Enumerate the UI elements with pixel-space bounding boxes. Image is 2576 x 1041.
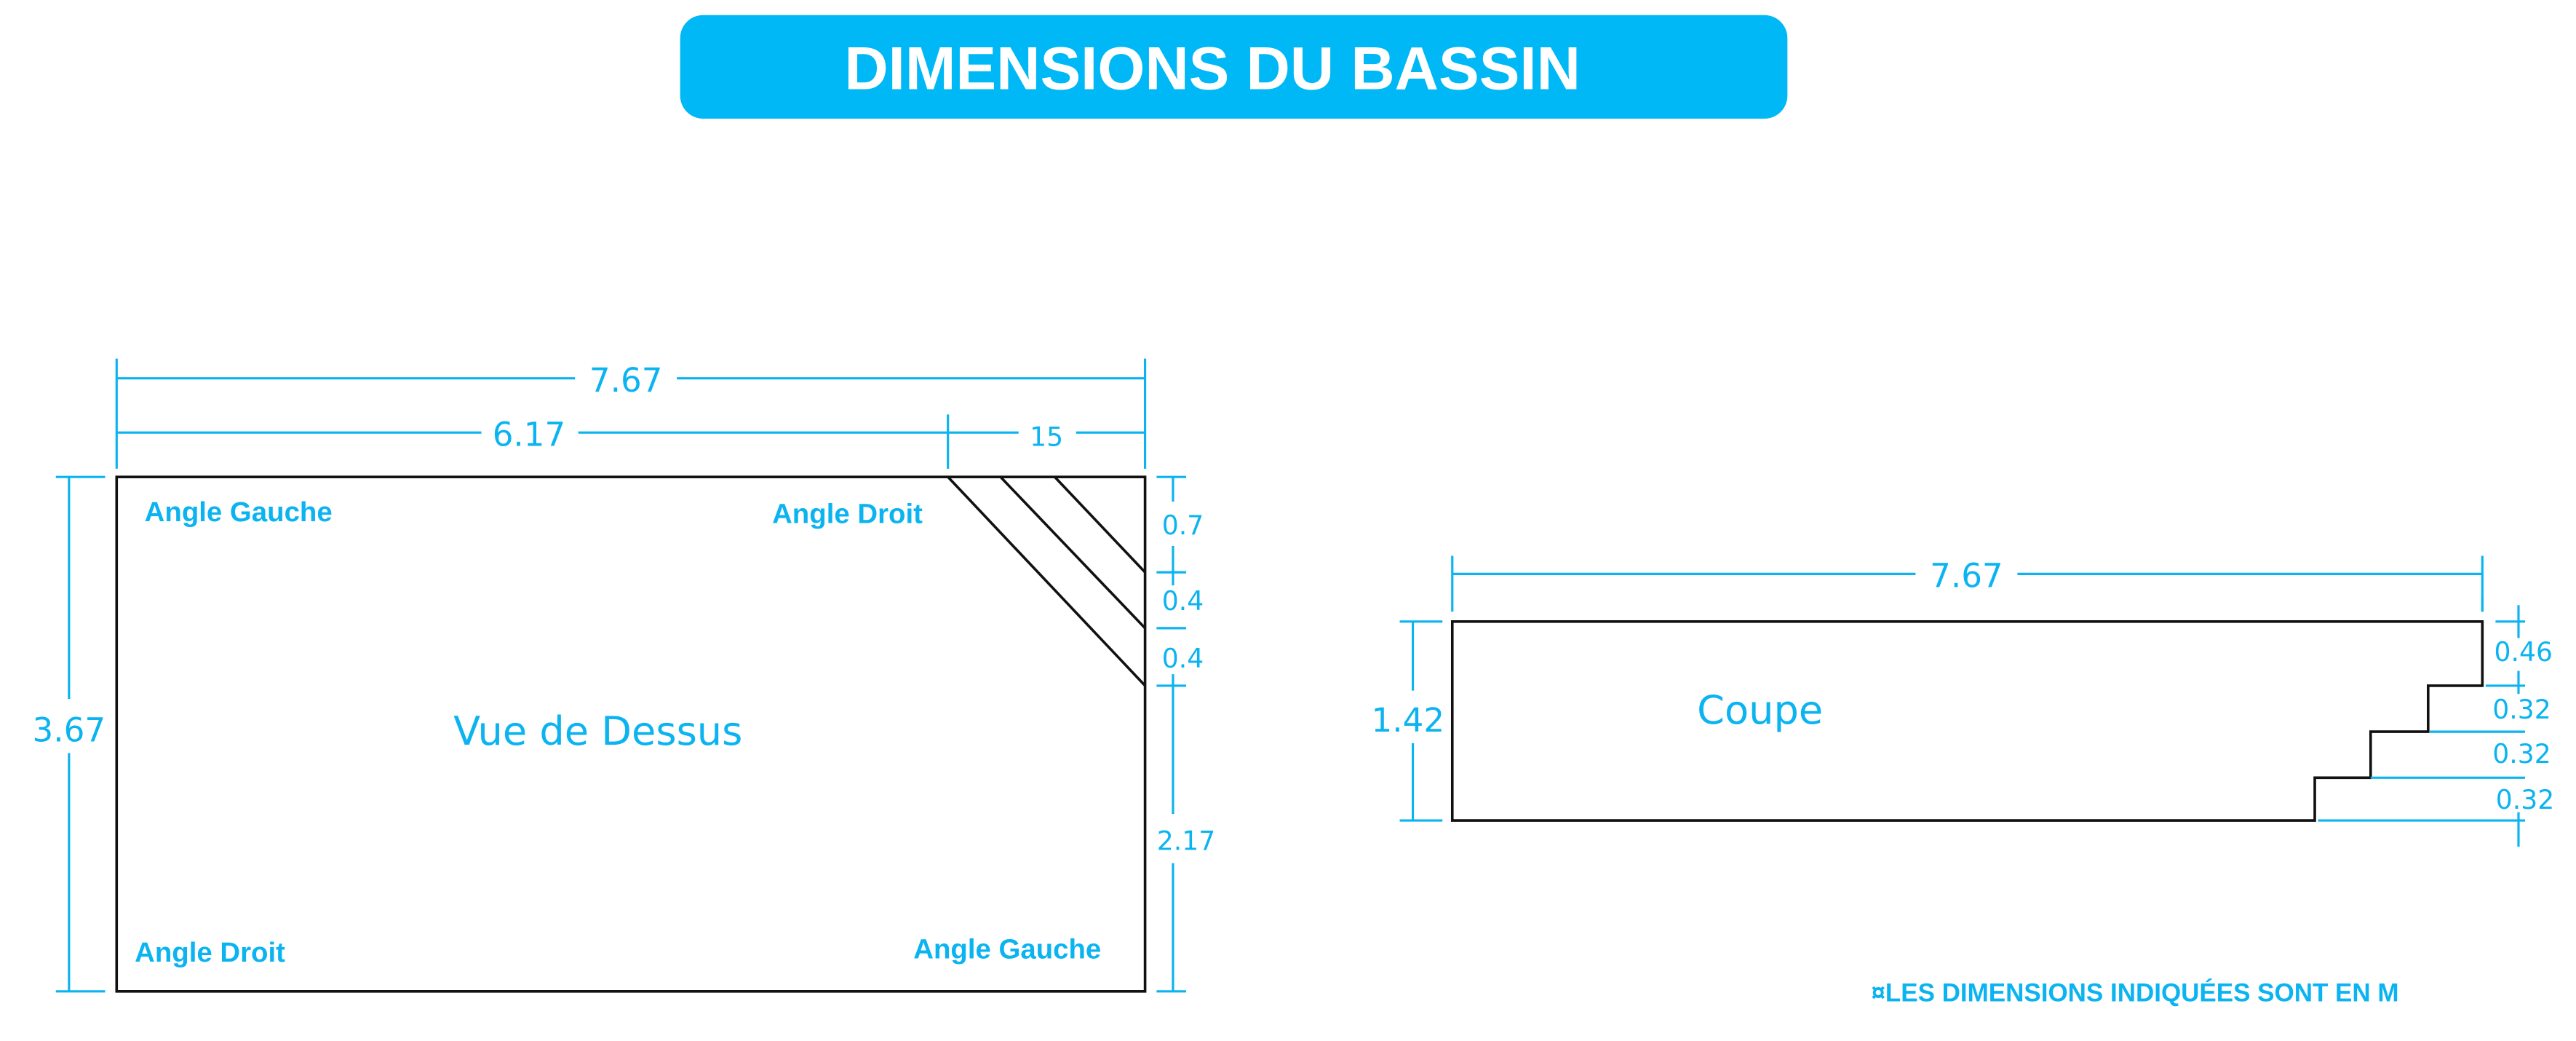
- dim-label: 15: [1030, 421, 1063, 452]
- dim-label: 0.32: [2492, 694, 2551, 725]
- dim-label: 6.17: [493, 415, 566, 454]
- dim-label: 7.67: [589, 361, 663, 400]
- view-title-top: Vue de Dessus: [453, 708, 742, 754]
- dim-label: 2.17: [1157, 826, 1215, 857]
- stair-line-3: [1054, 475, 1146, 574]
- title-banner: DIMENSIONS DU BASSIN: [680, 15, 1788, 119]
- dim-total-length: 7.67: [115, 358, 1147, 469]
- title-pill: [680, 15, 1788, 119]
- dim-label: 3.67: [33, 711, 106, 750]
- dim-section-depth: 1.42: [1372, 620, 1445, 822]
- dim-label: 0.32: [2492, 738, 2551, 769]
- dim-section-length: 7.67: [1451, 555, 2484, 612]
- stair-line-1: [947, 475, 1146, 687]
- corner-label-bottom-left: Angle Droit: [135, 937, 285, 968]
- dim-width: 3.67: [33, 475, 106, 993]
- dim-label: 7.67: [1930, 556, 2003, 595]
- units-note: ¤LES DIMENSIONS INDIQUÉES SONT EN M: [1871, 978, 2398, 1007]
- dim-section-steps: 0.46 0.32 0.32 0.32: [2318, 595, 2554, 847]
- dim-label: 0.32: [2496, 784, 2554, 815]
- dim-label: 0.4: [1162, 643, 1204, 674]
- dim-main-length: 6.17 15: [116, 414, 1145, 469]
- view-title-section: Coupe: [1697, 687, 1823, 733]
- top-view-outline: [115, 475, 1147, 993]
- top-view: 7.67 6.17 15 3.67: [33, 358, 1215, 993]
- dim-label: 0.46: [2494, 636, 2553, 668]
- section-view: 7.67 1.42 0.46 0.32 0.32 0.32 Coupe: [1372, 555, 2554, 847]
- stair-line-2: [999, 475, 1146, 630]
- dim-label: 0.7: [1162, 510, 1204, 541]
- dim-label: 1.42: [1372, 701, 1445, 740]
- corner-label-bottom-right: Angle Gauche: [913, 934, 1101, 965]
- dim-right-stairs: 0.7 0.4 0.4 2.17: [1156, 475, 1215, 993]
- page-title: DIMENSIONS DU BASSIN: [844, 33, 1581, 102]
- corner-label-top-left: Angle Gauche: [145, 496, 333, 528]
- dim-label: 0.4: [1162, 585, 1204, 617]
- corner-label-top-right: Angle Droit: [772, 498, 923, 529]
- section-outline: [1450, 620, 2484, 822]
